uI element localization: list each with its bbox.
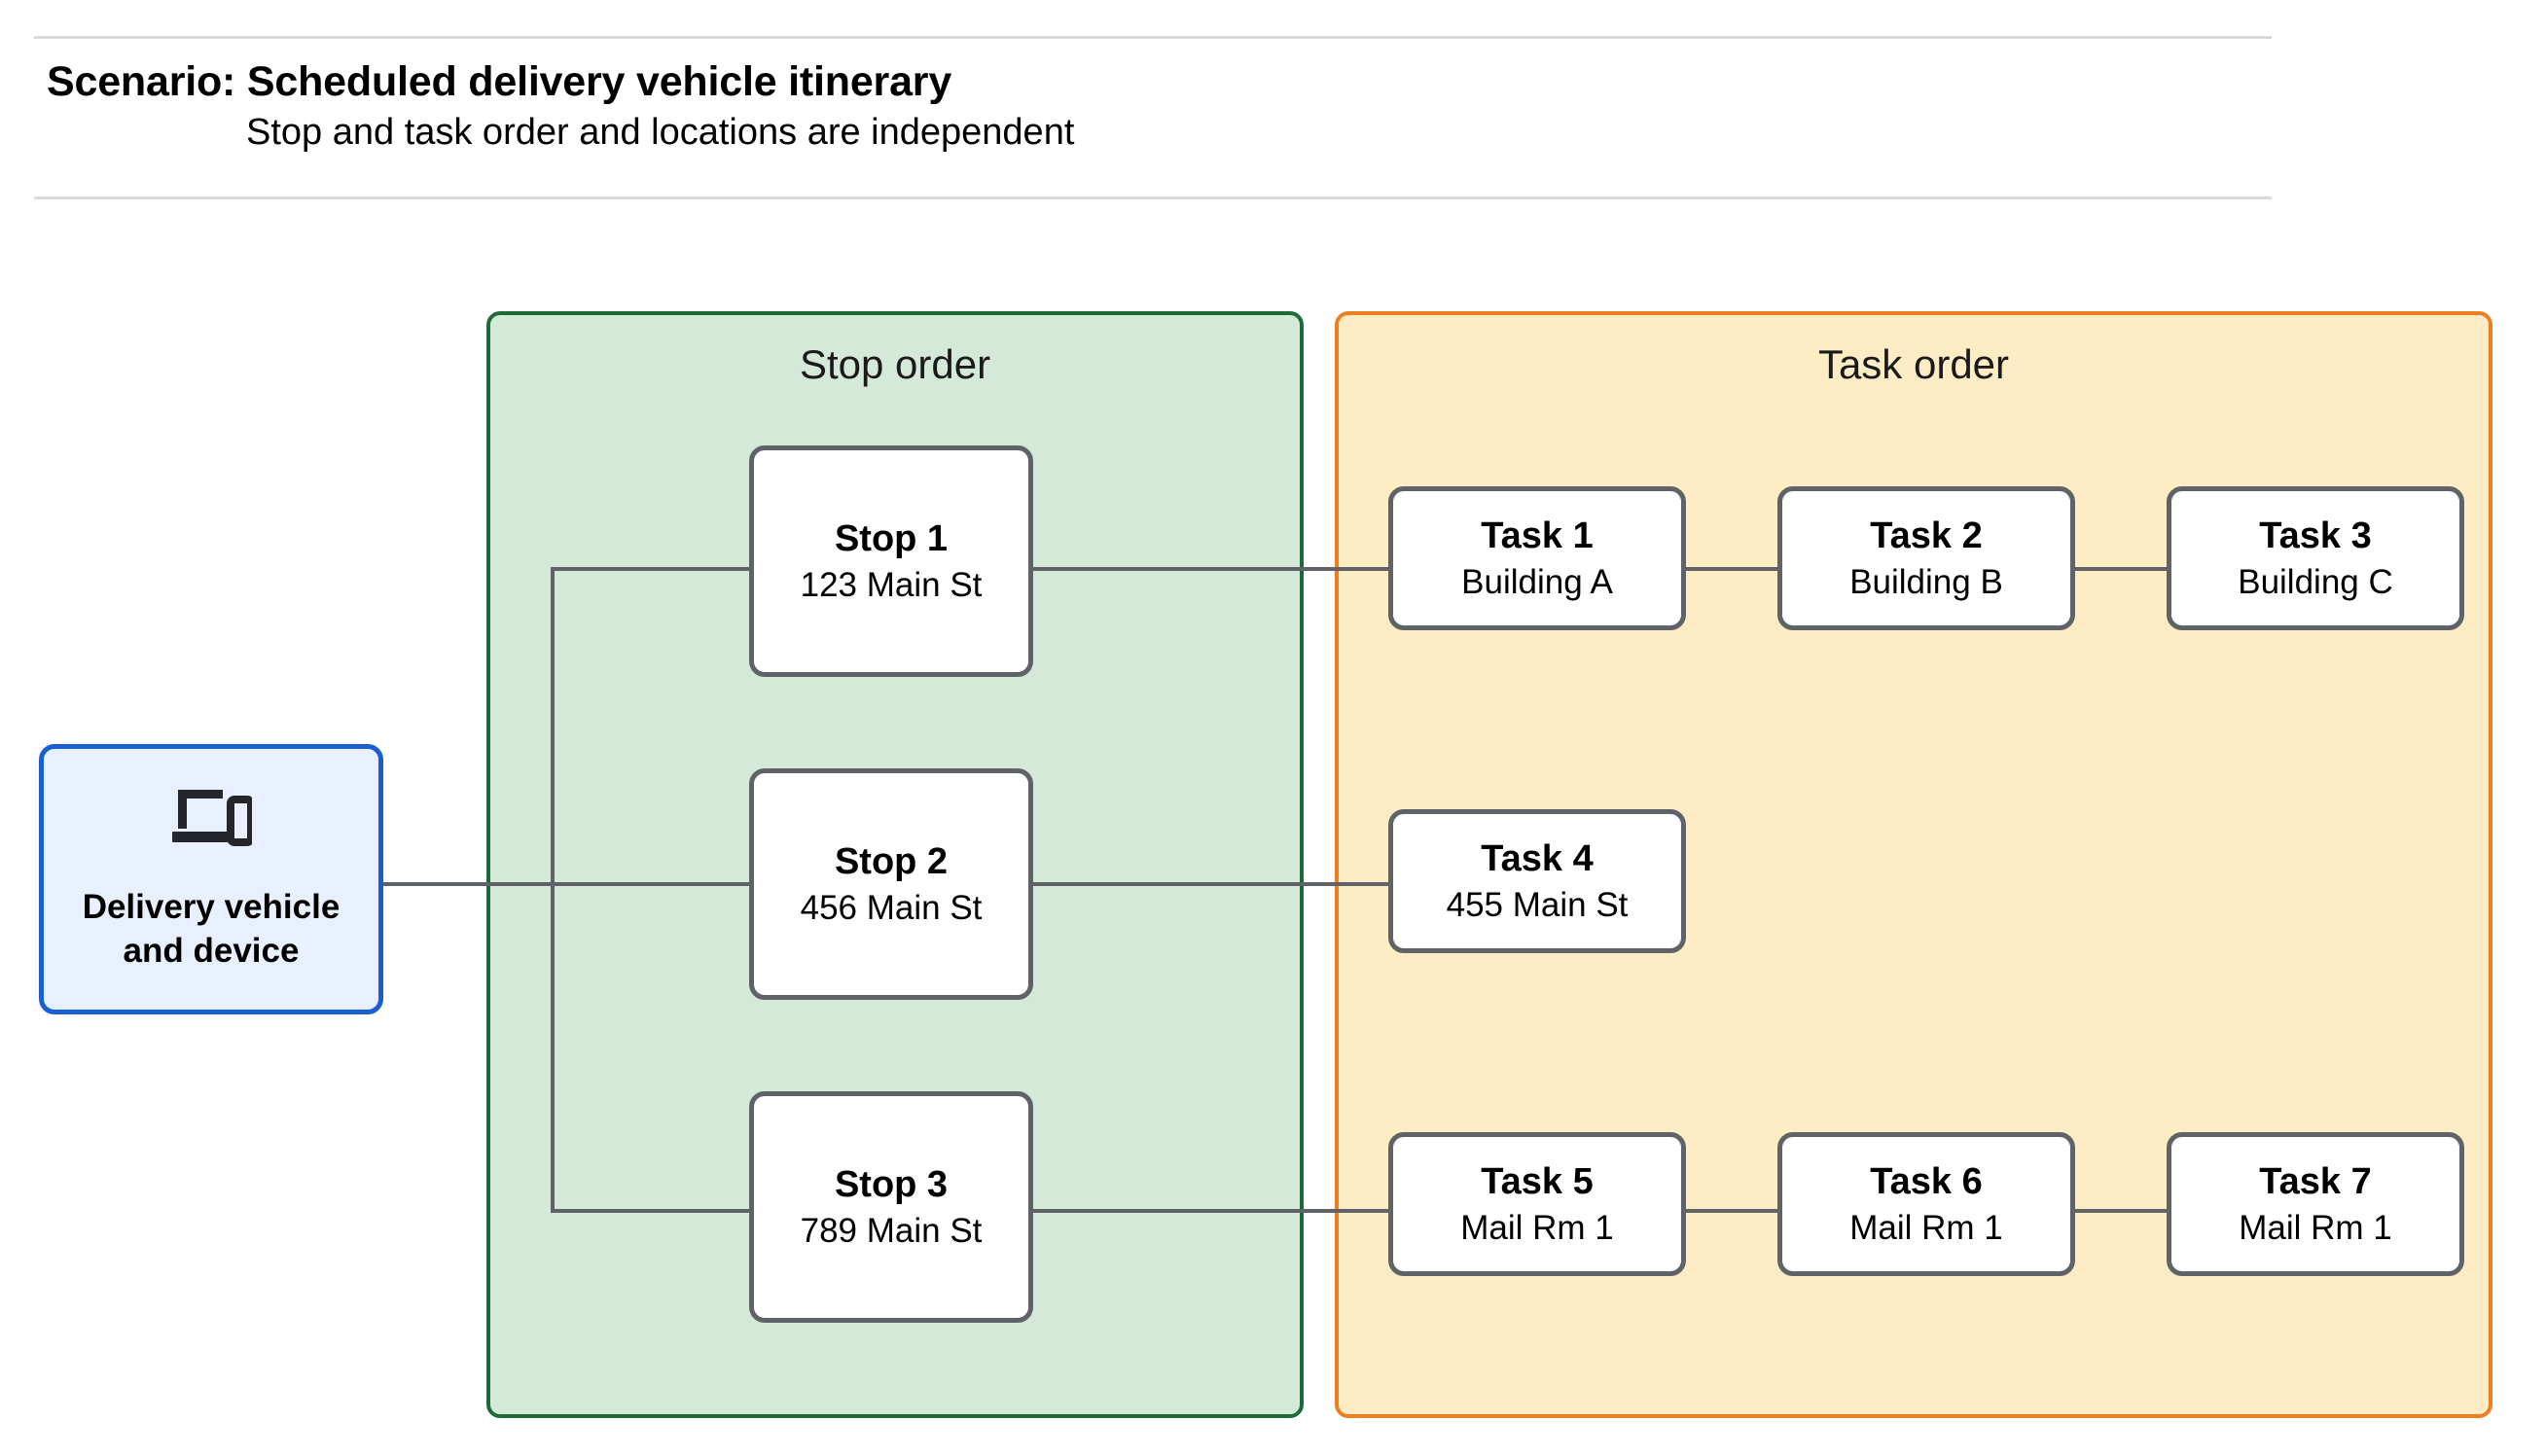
page-title: Scenario: Scheduled delivery vehicle iti… [47, 58, 952, 105]
delivery-vehicle-node[interactable]: Delivery vehicle and device [39, 744, 383, 1014]
connector-stop-2-to-task-4 [1029, 882, 1392, 886]
connector-vehicle-to-trunk [383, 882, 555, 886]
connector-trunk-to-stop-3 [551, 1209, 753, 1213]
connector-trunk-to-stop-2 [551, 882, 753, 886]
task-node-location: Building A [1461, 562, 1613, 601]
task-order-panel-title: Task order [1817, 341, 2010, 387]
task-node-title: Task 3 [2259, 515, 2372, 556]
task-node-location: Mail Rm 1 [2239, 1208, 2392, 1247]
stop-node-location: 123 Main St [800, 565, 983, 604]
task-node-title: Task 7 [2259, 1160, 2372, 1202]
header-divider-top [34, 36, 2272, 39]
connector-trunk-vertical [551, 567, 555, 1213]
stop-node-2[interactable]: Stop 2 456 Main St [749, 768, 1033, 1000]
connector-task-2-to-task-3 [2071, 567, 2170, 571]
task-node-location: Building B [1849, 562, 2003, 601]
stop-node-location: 789 Main St [800, 1211, 983, 1250]
connector-stop-3-to-task-5 [1029, 1209, 1392, 1213]
task-node-title: Task 6 [1870, 1160, 1983, 1202]
page-subtitle: Stop and task order and locations are in… [246, 112, 1075, 153]
task-node-5[interactable]: Task 5 Mail Rm 1 [1388, 1132, 1686, 1276]
stop-node-title: Stop 1 [834, 517, 949, 559]
connector-task-5-to-task-6 [1682, 1209, 1781, 1213]
connector-stop-1-to-task-1 [1029, 567, 1392, 571]
task-node-4[interactable]: Task 4 455 Main St [1388, 809, 1686, 953]
connector-task-6-to-task-7 [2071, 1209, 2170, 1213]
devices-icon [170, 786, 255, 846]
task-node-2[interactable]: Task 2 Building B [1777, 486, 2075, 630]
task-node-title: Task 5 [1481, 1160, 1594, 1202]
task-node-location: Mail Rm 1 [1460, 1208, 1614, 1247]
task-node-title: Task 4 [1481, 837, 1594, 879]
stop-node-1[interactable]: Stop 1 123 Main St [749, 445, 1033, 677]
task-node-title: Task 2 [1870, 515, 1983, 556]
header-divider-bottom [34, 196, 2272, 199]
task-node-location: Mail Rm 1 [1849, 1208, 2003, 1247]
task-node-6[interactable]: Task 6 Mail Rm 1 [1777, 1132, 2075, 1276]
stop-node-title: Stop 3 [834, 1163, 949, 1205]
delivery-vehicle-label: Delivery vehicle and device [82, 887, 341, 971]
stop-order-panel-title: Stop order [799, 341, 991, 387]
task-node-1[interactable]: Task 1 Building A [1388, 486, 1686, 630]
connector-trunk-to-stop-1 [551, 567, 753, 571]
task-node-3[interactable]: Task 3 Building C [2167, 486, 2464, 630]
task-node-location: 455 Main St [1446, 885, 1629, 924]
task-node-title: Task 1 [1481, 515, 1594, 556]
stop-node-title: Stop 2 [834, 840, 949, 882]
connector-task-1-to-task-2 [1682, 567, 1781, 571]
task-node-location: Building C [2238, 562, 2393, 601]
stop-node-location: 456 Main St [800, 888, 983, 927]
task-node-7[interactable]: Task 7 Mail Rm 1 [2167, 1132, 2464, 1276]
stop-node-3[interactable]: Stop 3 789 Main St [749, 1091, 1033, 1323]
